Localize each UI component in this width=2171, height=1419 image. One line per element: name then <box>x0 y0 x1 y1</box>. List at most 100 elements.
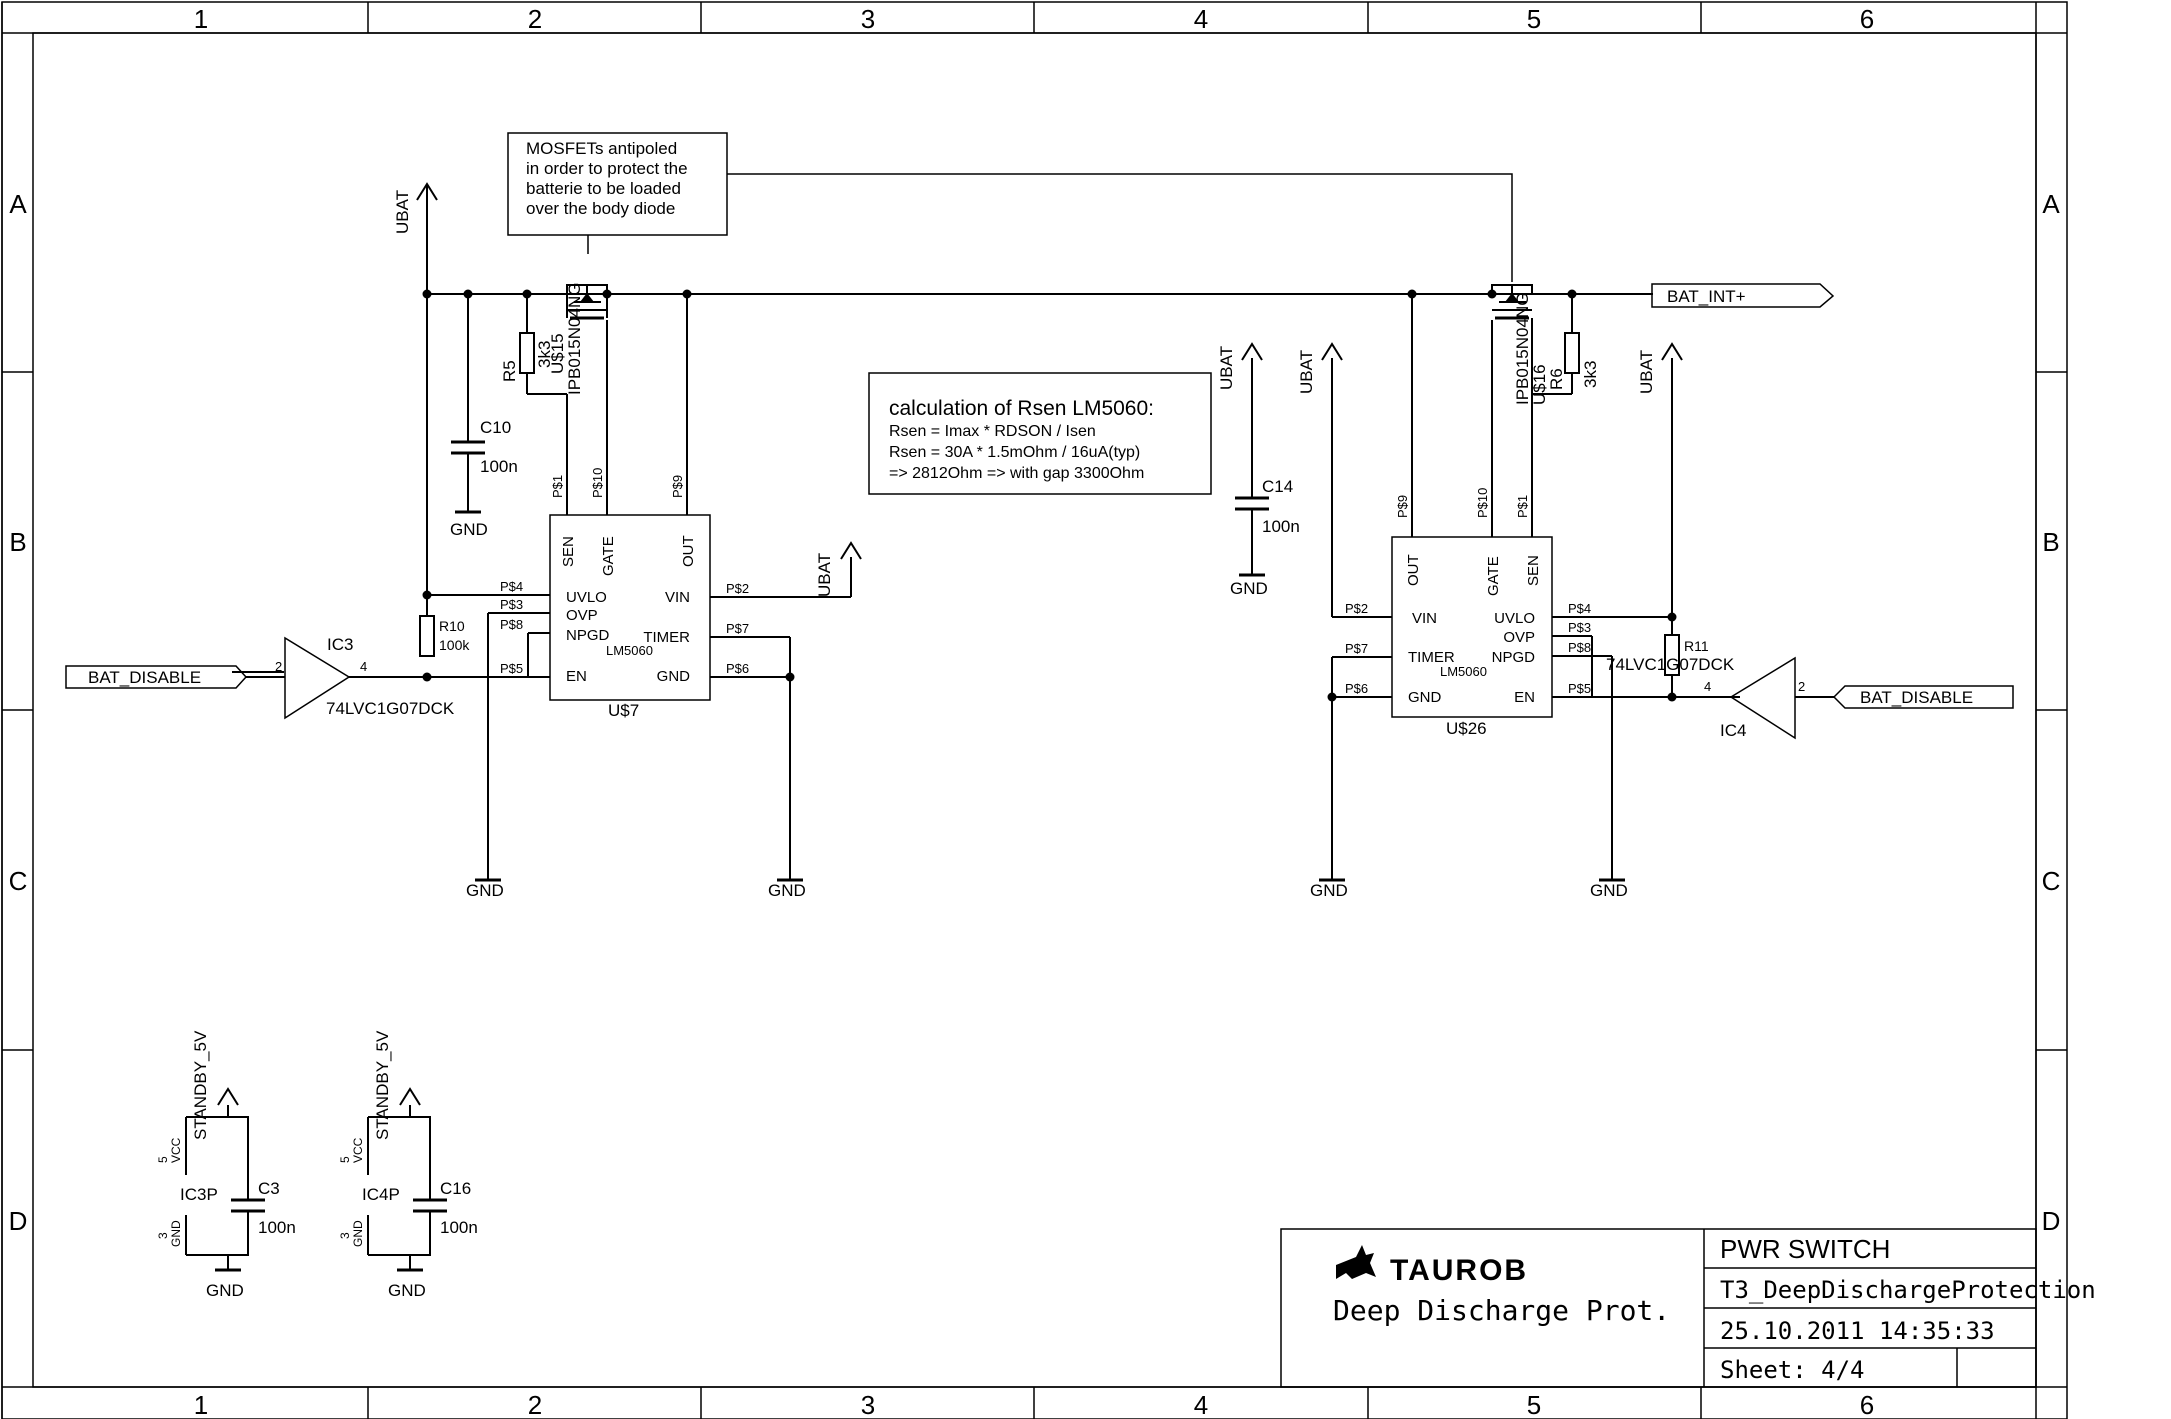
row-label: B <box>2042 527 2059 557</box>
bat-disable-flag-left: BAT_DISABLE <box>65 665 248 689</box>
ic-ref: U$26 <box>1446 719 1487 738</box>
frame-row-labels: A B C D A B C D <box>9 189 2061 1236</box>
gnd-label: GND <box>450 520 488 539</box>
resistor-r6: R6 3k3 <box>1547 332 1600 390</box>
pinnum: P$3 <box>1568 620 1591 635</box>
pin-npgd: NPGD <box>566 627 610 644</box>
mosfet-value: IPB015N04NG <box>565 283 584 395</box>
mosfet-ref: U$16 <box>1530 364 1549 405</box>
gnd-symbols-right: GND GND <box>1310 878 1628 900</box>
note-line: over the body diode <box>526 199 675 218</box>
c14-ref: C14 <box>1262 477 1293 496</box>
title-name: PWR SWITCH <box>1720 1234 1890 1264</box>
gnd-label: GND <box>768 881 806 900</box>
pin-vcc: VCC <box>351 1137 365 1163</box>
pinnum: P$7 <box>726 621 749 636</box>
net-ubat: UBAT <box>1637 350 1656 394</box>
pin-vin: VIN <box>1412 610 1437 627</box>
col-label: 3 <box>861 1390 875 1419</box>
pin-vin: VIN <box>665 589 690 606</box>
pin-ovp: OVP <box>566 607 598 624</box>
pinnum: P$2 <box>726 581 749 596</box>
pinnum: P$10 <box>1475 488 1490 518</box>
pinnum: P$4 <box>500 579 523 594</box>
col-label: 1 <box>194 1390 208 1419</box>
frame-column-labels: 1 2 3 4 5 6 1 2 3 4 5 6 <box>194 4 1874 1419</box>
title-sheet: Sheet: 4/4 <box>1720 1356 1865 1384</box>
r6-ref: R6 <box>1547 368 1566 390</box>
title-subtitle: Deep Discharge Prot. <box>1333 1294 1670 1327</box>
row-label: A <box>9 189 27 219</box>
c16-ref: C16 <box>440 1179 471 1198</box>
capacitor-c14: C14 100n GND <box>1230 477 1300 598</box>
net-ubat: UBAT <box>815 553 834 597</box>
resistor-r10: R10 100k <box>419 615 470 657</box>
pinnum: P$3 <box>500 597 523 612</box>
pinnum: P$10 <box>590 468 605 498</box>
c10-value: 100n <box>480 457 518 476</box>
c14-value: 100n <box>1262 517 1300 536</box>
net-bat-disable: BAT_DISABLE <box>88 668 201 687</box>
ic3-value: 74LVC1G07DCK <box>326 699 455 718</box>
ubat-supply-u7-vin: UBAT <box>815 541 862 597</box>
pin-sen: SEN <box>560 536 577 567</box>
col-label: 4 <box>1194 4 1208 34</box>
c10-ref: C10 <box>480 418 511 437</box>
net-bat-int: BAT_INT+ <box>1667 287 1746 306</box>
row-label: D <box>9 1206 28 1236</box>
pin-timer: TIMER <box>1408 649 1455 666</box>
gnd-label: GND <box>1230 579 1268 598</box>
r10-ref: R10 <box>439 618 465 634</box>
lm5060-u7: SEN GATE OUT P$1 P$10 P$9 UVLO OVP NPGD … <box>500 468 749 720</box>
pin-timer: TIMER <box>643 629 690 646</box>
col-label: 2 <box>528 1390 542 1419</box>
mosfet-note: MOSFETs antipoled in order to protect th… <box>507 132 1513 282</box>
pinnum: 2 <box>275 659 282 674</box>
gnd-label: GND <box>1590 881 1628 900</box>
net-ubat: UBAT <box>393 190 412 234</box>
row-label: C <box>2042 866 2061 896</box>
resistor-r5: R5 3k3 <box>500 332 554 382</box>
mosfet-u16: IPB015N04NG U$16 <box>1491 284 1549 405</box>
ic4-ref: IC4 <box>1720 721 1746 740</box>
ic3-ref: IC3 <box>327 635 353 654</box>
pinnum: 4 <box>360 659 367 674</box>
r10-value: 100k <box>439 637 470 653</box>
buffer-ic3: 2 4 IC3 74LVC1G07DCK <box>246 635 455 720</box>
net-ubat: UBAT <box>1217 346 1236 390</box>
col-label: 3 <box>861 4 875 34</box>
pinnum: P$1 <box>1515 495 1530 518</box>
buffer-ic4: 2 4 IC4 74LVC1G07DCK <box>1606 655 1834 740</box>
capacitor-c10: C10 100n GND <box>450 418 518 539</box>
net-ubat: UBAT <box>1297 350 1316 394</box>
col-label: 5 <box>1527 1390 1541 1419</box>
ubat-supply-left: UBAT <box>393 182 438 234</box>
r5-ref: R5 <box>500 360 519 382</box>
net-standby: STANDBY_5V <box>191 1030 210 1140</box>
ic-value: LM5060 <box>606 643 653 658</box>
left-junction-dots <box>422 289 795 682</box>
bat-disable-flag-right: BAT_DISABLE <box>1832 685 2014 709</box>
pin-npgd: NPGD <box>1492 649 1536 666</box>
calc-line: Rsen = 30A * 1.5mOhm / 16uA(typ) <box>889 444 1140 461</box>
r6-value: 3k3 <box>1581 361 1600 388</box>
pinnum: 2 <box>1798 679 1805 694</box>
pinnum: P$8 <box>1568 640 1591 655</box>
row-label: C <box>9 866 28 896</box>
col-label: 6 <box>1860 4 1874 34</box>
calc-title: calculation of Rsen LM5060: <box>889 397 1154 420</box>
c16-value: 100n <box>440 1218 478 1237</box>
mosfet-value: IPB015N04NG <box>1513 293 1532 405</box>
col-label: 1 <box>194 4 208 34</box>
ubat-supply-right: UBAT UBAT UBAT <box>1217 342 1683 498</box>
row-label: D <box>2042 1206 2061 1236</box>
title-file: T3_DeepDischargeProtection <box>1720 1276 2096 1304</box>
pinnum: P$6 <box>726 661 749 676</box>
ic3p-ref: IC3P <box>180 1185 218 1204</box>
mosfet-u15: IPB015N04NG U$15 <box>548 283 608 395</box>
pinnum: 4 <box>1704 679 1711 694</box>
col-label: 6 <box>1860 1390 1874 1419</box>
pin-out: OUT <box>1405 554 1422 586</box>
note-line: batterie to be loaded <box>526 179 681 198</box>
ic3p-decoupling: STANDBY_5V VCC GND 5 3 IC3P C3 100n GND <box>156 1030 296 1300</box>
